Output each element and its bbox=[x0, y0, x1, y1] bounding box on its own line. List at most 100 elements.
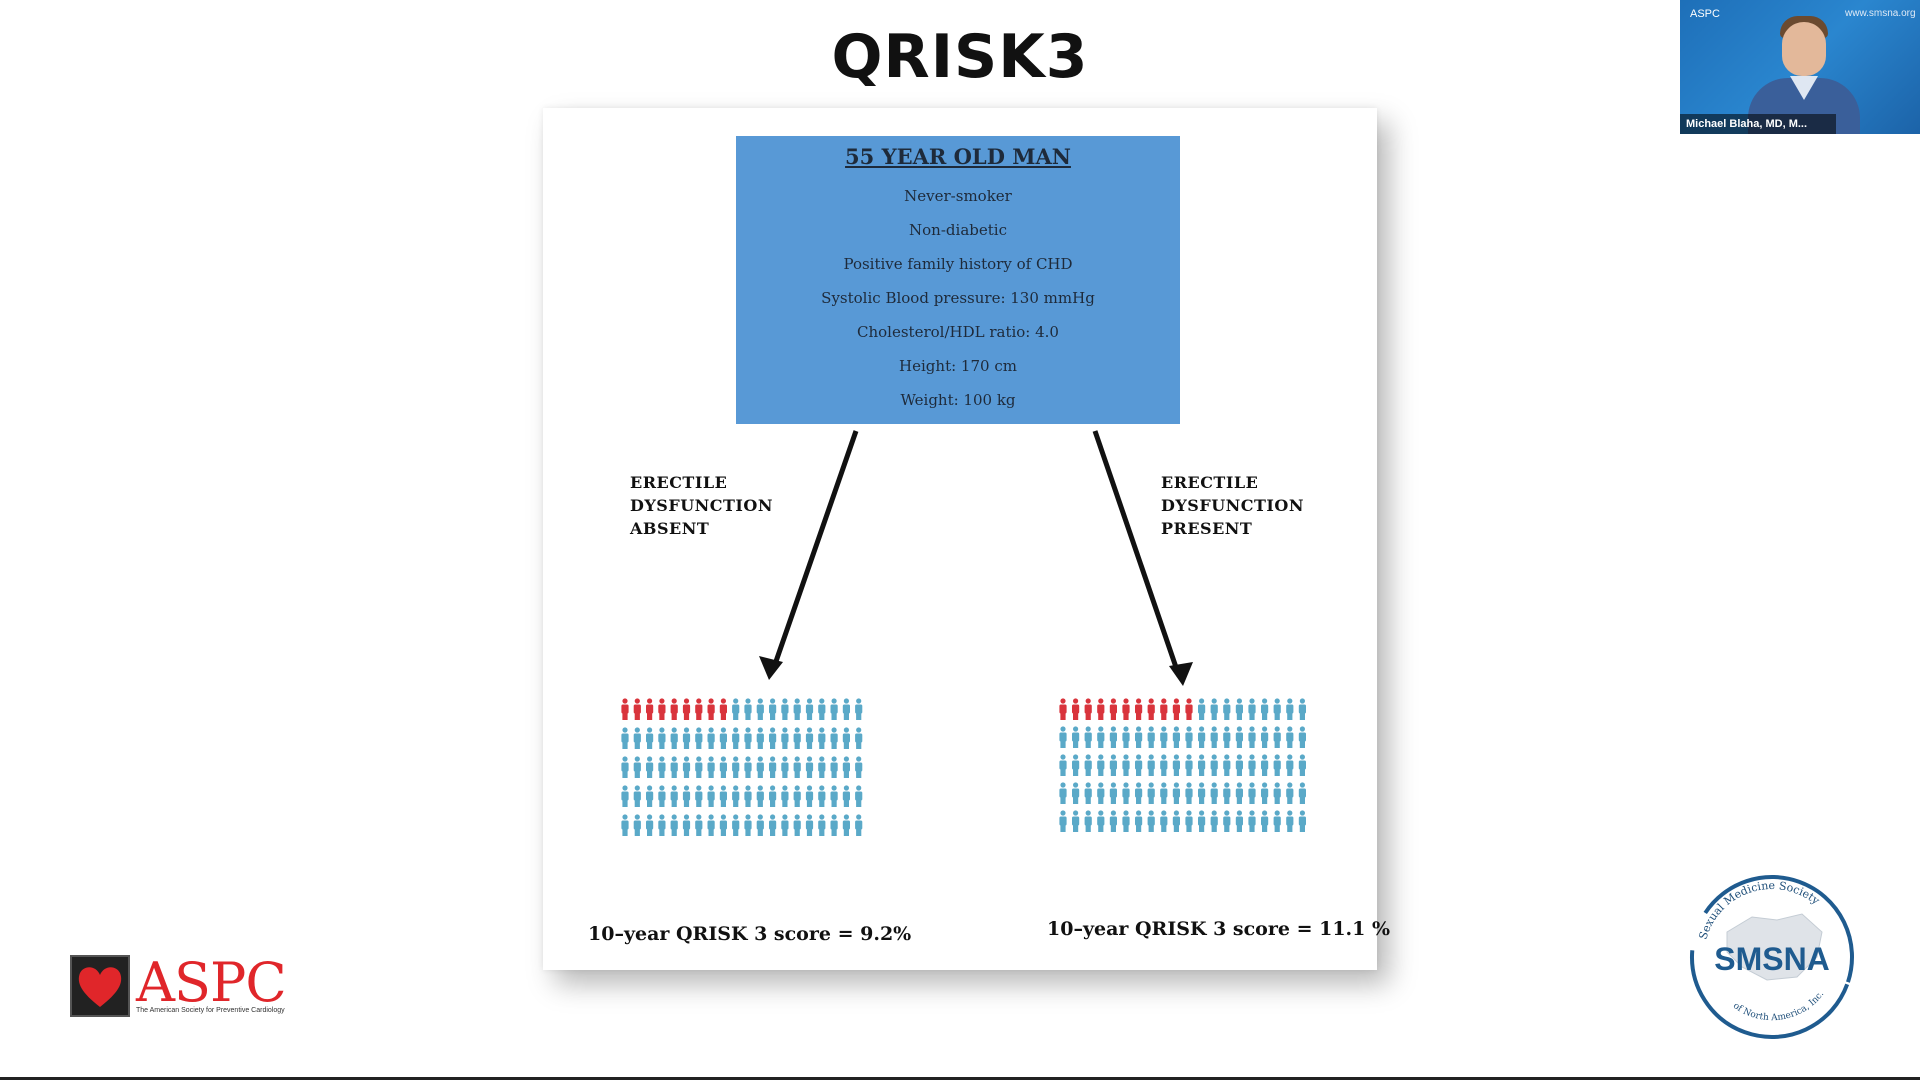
person-icon bbox=[658, 727, 666, 749]
video-brand-left: ASPC bbox=[1690, 8, 1720, 20]
person-icon bbox=[1185, 754, 1193, 776]
person-icon bbox=[744, 727, 752, 749]
person-icon bbox=[793, 727, 801, 749]
person-icon bbox=[1298, 782, 1306, 804]
slide-title: QRISK3 bbox=[831, 22, 1089, 92]
person-icon bbox=[805, 698, 814, 720]
person-icon bbox=[1135, 726, 1143, 748]
person-icon bbox=[1261, 726, 1269, 748]
person-icon bbox=[1160, 810, 1168, 832]
person-icon bbox=[1160, 754, 1168, 776]
speaker-face bbox=[1782, 22, 1826, 76]
participant-video-thumbnail[interactable]: ASPC www.smsna.org Michael Blaha, MD, M.… bbox=[1680, 0, 1920, 134]
person-icon bbox=[1235, 810, 1243, 832]
person-icon bbox=[769, 785, 777, 807]
person-icon bbox=[633, 727, 641, 749]
person-icon bbox=[830, 756, 838, 778]
person-icon bbox=[670, 814, 678, 836]
person-icon-affected bbox=[1097, 698, 1105, 720]
map-icon bbox=[1726, 913, 1823, 981]
person-icon bbox=[1248, 810, 1256, 832]
person-icon bbox=[1273, 726, 1281, 748]
person-icon bbox=[719, 756, 727, 778]
person-icon bbox=[781, 814, 789, 836]
person-icon bbox=[707, 785, 715, 807]
person-icon bbox=[646, 756, 654, 778]
person-icon bbox=[646, 785, 654, 807]
patient-attribute: Positive family history of CHD bbox=[843, 255, 1073, 273]
person-icon bbox=[805, 756, 814, 778]
person-icon bbox=[1185, 782, 1193, 804]
patient-profile-box: 55 YEAR OLD MAN Never-smoker Non-diabeti… bbox=[736, 136, 1180, 424]
person-icon bbox=[1210, 810, 1218, 832]
person-icon bbox=[793, 756, 801, 778]
person-icon bbox=[1286, 810, 1294, 832]
person-icon bbox=[670, 727, 678, 749]
person-icon bbox=[818, 756, 826, 778]
person-icon bbox=[1210, 754, 1218, 776]
person-icon bbox=[1097, 754, 1105, 776]
person-icon bbox=[646, 727, 654, 749]
person-icon bbox=[1059, 782, 1067, 804]
person-icon-affected bbox=[670, 698, 678, 720]
person-icon bbox=[1235, 782, 1243, 804]
person-icon bbox=[1135, 810, 1143, 832]
person-icon bbox=[1235, 726, 1243, 748]
person-icon bbox=[769, 756, 777, 778]
person-icon-affected bbox=[1072, 698, 1080, 720]
person-icon bbox=[1172, 810, 1180, 832]
person-icon bbox=[682, 785, 691, 807]
person-icon bbox=[744, 785, 752, 807]
person-icon bbox=[695, 727, 703, 749]
person-icon bbox=[732, 727, 740, 749]
heart-icon bbox=[70, 955, 130, 1017]
person-icon bbox=[756, 785, 764, 807]
person-icon bbox=[830, 814, 838, 836]
person-icon bbox=[1109, 754, 1117, 776]
person-icon-affected bbox=[658, 698, 666, 720]
arrow-right bbox=[1092, 430, 1182, 677]
person-icon bbox=[818, 785, 826, 807]
person-icon bbox=[670, 756, 678, 778]
patient-attribute: Weight: 100 kg bbox=[900, 391, 1016, 409]
person-icon bbox=[658, 814, 666, 836]
person-icon bbox=[1072, 810, 1080, 832]
person-icon-affected bbox=[1147, 698, 1155, 720]
person-icon bbox=[855, 814, 863, 836]
person-icon bbox=[695, 814, 703, 836]
person-icon bbox=[842, 785, 850, 807]
left-people-grid bbox=[621, 698, 863, 836]
person-icon bbox=[1109, 726, 1117, 748]
person-icon bbox=[1298, 698, 1306, 720]
slide-figure: 55 YEAR OLD MAN Never-smoker Non-diabeti… bbox=[543, 108, 1390, 970]
person-icon bbox=[1223, 782, 1231, 804]
person-icon bbox=[1273, 810, 1281, 832]
person-icon bbox=[682, 814, 691, 836]
person-icon bbox=[1248, 698, 1256, 720]
person-icon-affected bbox=[1084, 698, 1092, 720]
person-icon bbox=[1286, 698, 1294, 720]
person-icon bbox=[1248, 754, 1256, 776]
person-icon bbox=[1059, 726, 1067, 748]
person-icon bbox=[658, 785, 666, 807]
person-icon bbox=[756, 727, 764, 749]
person-icon bbox=[781, 727, 789, 749]
arrow-left-head bbox=[759, 656, 783, 680]
person-icon bbox=[621, 814, 629, 836]
participant-name: Michael Blaha, MD, M... bbox=[1680, 114, 1836, 134]
person-icon bbox=[1261, 782, 1269, 804]
person-icon-affected bbox=[1109, 698, 1117, 720]
person-icon bbox=[1223, 698, 1231, 720]
person-icon bbox=[805, 814, 814, 836]
person-icon-affected bbox=[682, 698, 691, 720]
person-icon bbox=[1210, 726, 1218, 748]
person-icon bbox=[695, 756, 703, 778]
person-icon bbox=[1084, 754, 1092, 776]
patient-title: 55 YEAR OLD MAN bbox=[845, 144, 1071, 169]
person-icon-affected bbox=[646, 698, 654, 720]
person-icon bbox=[719, 785, 727, 807]
person-icon bbox=[1097, 726, 1105, 748]
person-icon bbox=[1248, 726, 1256, 748]
person-icon bbox=[756, 756, 764, 778]
person-icon bbox=[646, 814, 654, 836]
